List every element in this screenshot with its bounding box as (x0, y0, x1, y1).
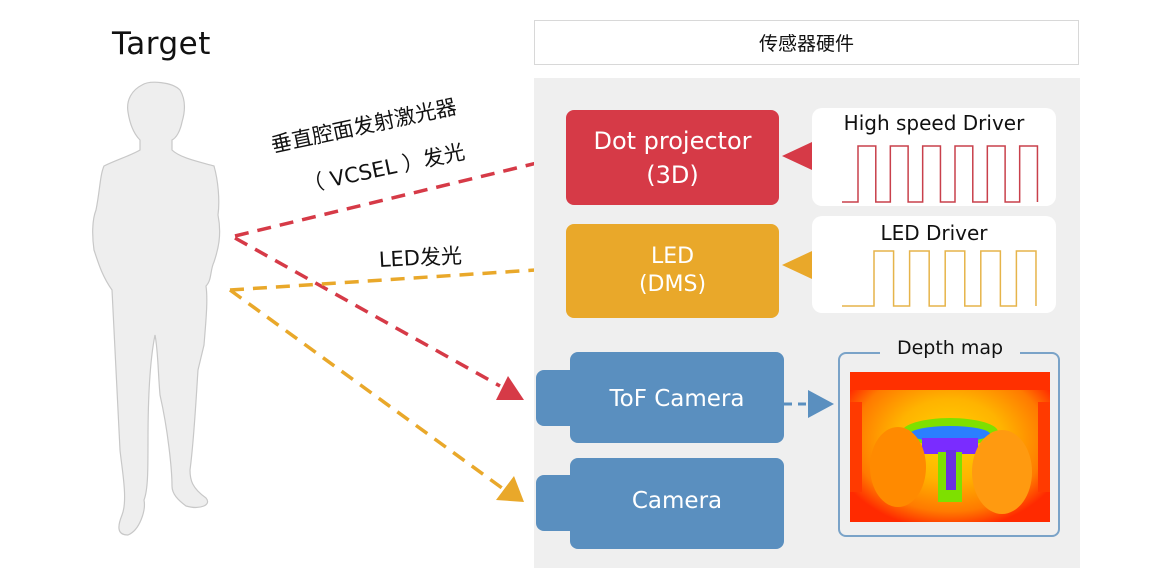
high-speed-waveform (842, 145, 1039, 203)
depth-map-title: Depth map (880, 337, 1020, 359)
depth-map-heatmap (850, 372, 1050, 522)
led-sublabel: (DMS) (638, 272, 707, 297)
tof-return-line (234, 236, 501, 388)
sensor-hardware-header: 传感器硬件 (534, 20, 1079, 65)
depth-arrowhead-icon (808, 390, 834, 418)
depth-arrow (784, 390, 834, 418)
depth-map-image (850, 372, 1050, 522)
driver-arrows (782, 142, 812, 279)
tof-arrowhead-icon (496, 376, 524, 400)
led-box: LED (DMS) (566, 224, 779, 318)
led-driver-arrow-icon (782, 251, 812, 279)
person-silhouette-icon (92, 81, 221, 536)
dot-projector-label: Dot projector (593, 126, 752, 155)
camera-return-line (228, 288, 504, 490)
led-label: LED (650, 244, 695, 269)
led-driver-title: LED Driver (880, 221, 988, 245)
vcsel-emission-line (234, 154, 567, 238)
high-speed-driver-title: High speed Driver (843, 111, 1025, 135)
led-light-label: LED发光 (378, 243, 463, 272)
camera-arrowhead-icon (496, 476, 524, 502)
header-title: 传感器硬件 (758, 33, 854, 55)
target-title: Target (112, 26, 211, 62)
led-waveform (842, 250, 1037, 307)
camera-label: Camera (631, 488, 723, 514)
camera-body (570, 458, 784, 549)
tof-camera-label: ToF Camera (609, 386, 745, 412)
dot-projector-box: Dot projector (3D) (566, 110, 779, 205)
high-speed-driver-arrow-icon (782, 142, 812, 170)
high-speed-driver-card: High speed Driver (812, 108, 1056, 206)
tof-camera-body (570, 352, 784, 443)
led-driver-card: LED Driver (812, 216, 1056, 313)
dot-projector-sublabel: (3D) (646, 160, 699, 189)
led-emission-line (229, 266, 567, 292)
